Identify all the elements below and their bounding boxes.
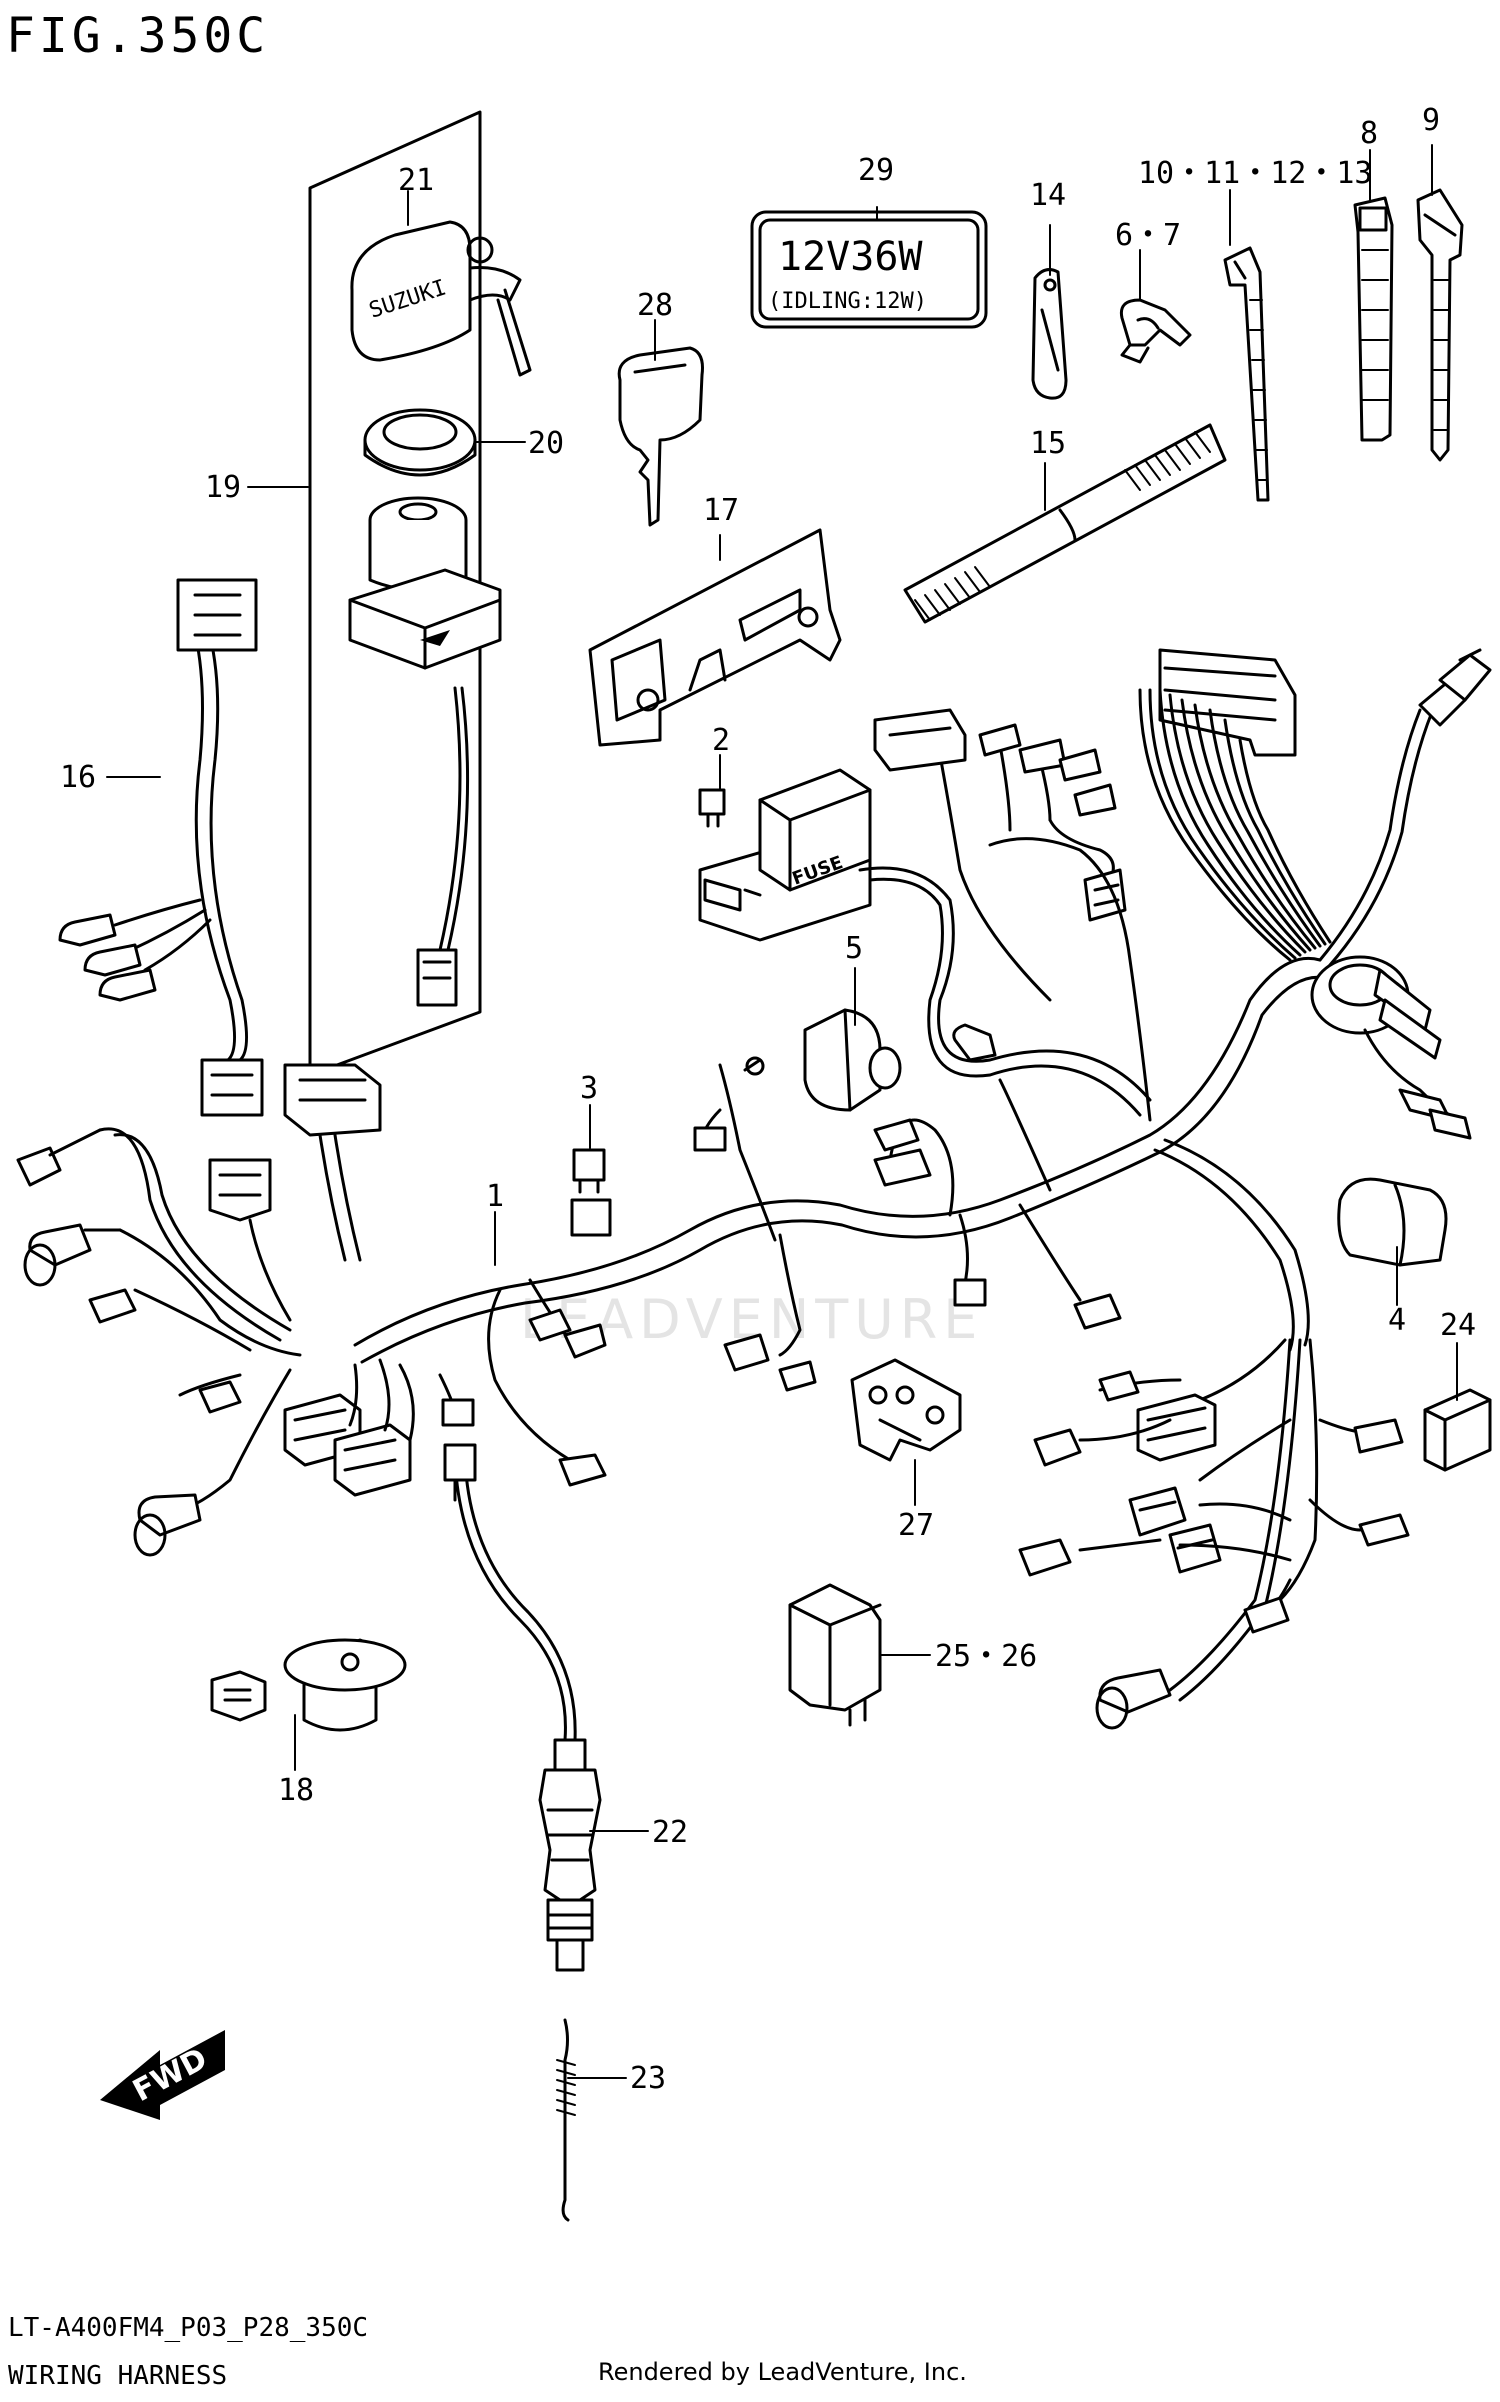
part-29-bulb-label: 12V36W (IDLING:12W) xyxy=(750,210,988,329)
callout-20: 20 xyxy=(528,426,564,461)
part-20-lock-nut xyxy=(363,408,477,477)
part-1-main-harness xyxy=(16,578,1492,1730)
part-6-7-clip xyxy=(1119,298,1192,364)
callout-5: 5 xyxy=(845,931,863,966)
fuse-holder: FUSE xyxy=(698,768,872,942)
part-22-sensor xyxy=(453,1458,602,1972)
callout-6-7: 6・7 xyxy=(1115,218,1181,253)
callout-15: 15 xyxy=(1030,426,1066,461)
part-10-13-cable-tie xyxy=(1223,246,1270,502)
callout-19: 19 xyxy=(205,470,241,505)
callout-8: 8 xyxy=(1360,116,1378,151)
callout-9: 9 xyxy=(1422,103,1440,138)
part-27-bracket xyxy=(850,1358,962,1462)
model-code: LT-A400FM4_P03_P28_350C xyxy=(8,2313,368,2343)
callout-1: 1 xyxy=(486,1179,504,1214)
bulb-label-sub: (IDLING:12W) xyxy=(768,289,927,314)
callout-leaders xyxy=(106,144,1458,2079)
part-23-spring xyxy=(556,2018,576,2222)
part-3-relay-small xyxy=(570,1148,612,1237)
part-2-fuse xyxy=(698,788,726,828)
section-name: WIRING HARNESS xyxy=(8,2361,227,2391)
callout-16: 16 xyxy=(60,760,96,795)
callout-28: 28 xyxy=(637,288,673,323)
part-14-clamp xyxy=(1031,268,1068,400)
callout-23: 23 xyxy=(630,2061,666,2096)
render-credit: Rendered by LeadVenture, Inc. xyxy=(598,2358,967,2386)
callout-3: 3 xyxy=(580,1071,598,1106)
figure-title: FIG.350C xyxy=(6,8,269,64)
part-5-cover xyxy=(803,1008,902,1112)
part-24-relay xyxy=(1423,1388,1492,1472)
callout-2: 2 xyxy=(712,723,730,758)
bulb-label-main: 12V36W xyxy=(778,234,923,280)
callout-18: 18 xyxy=(278,1773,314,1808)
part-25-26-relay xyxy=(788,1583,882,1727)
part-18-switch xyxy=(210,1638,407,1732)
callout-4: 4 xyxy=(1388,1303,1406,1338)
part-4-cover xyxy=(1337,1177,1448,1267)
callout-10-13: 10・11・12・13 xyxy=(1138,156,1373,191)
callout-21: 21 xyxy=(398,163,434,198)
callout-14: 14 xyxy=(1030,178,1066,213)
part-8-band xyxy=(1353,196,1394,442)
part-21-key-cover: SUZUKI xyxy=(350,220,532,377)
part-9-band xyxy=(1416,188,1464,462)
callouts: 21 20 19 16 28 17 29 14 15 6・7 10・11・12・… xyxy=(60,103,1476,2096)
part-15-protector-tube xyxy=(903,423,1227,624)
ignition-switch-body xyxy=(348,496,502,1007)
callout-24: 24 xyxy=(1440,1308,1476,1343)
callout-17: 17 xyxy=(703,493,739,528)
fwd-arrow: FWD xyxy=(100,2030,225,2120)
part-17-bracket xyxy=(588,528,842,747)
callout-29: 29 xyxy=(858,153,894,188)
part-28-spare-key xyxy=(617,346,704,527)
part-19-ignition-kit: SUZUKI xyxy=(308,110,532,1077)
callout-22: 22 xyxy=(652,1815,688,1850)
callout-25-26: 25・26 xyxy=(935,1639,1037,1674)
callout-27: 27 xyxy=(898,1508,934,1543)
